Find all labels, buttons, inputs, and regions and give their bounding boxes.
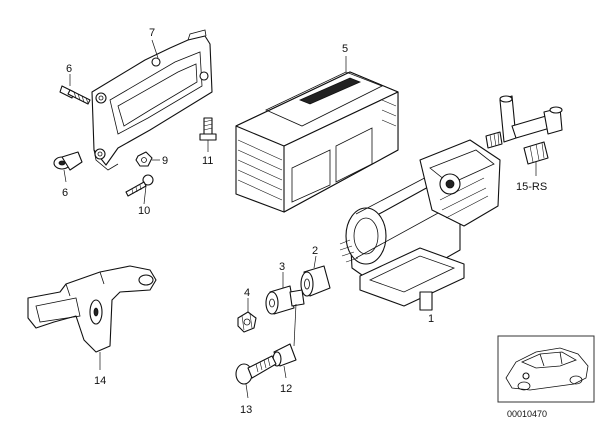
- callout-6-top: 6: [66, 63, 72, 75]
- part-12-sleeve[interactable]: [272, 343, 297, 367]
- leader-lines: [63, 39, 537, 399]
- part-7-bracket[interactable]: [91, 29, 213, 171]
- callout-1: 1: [428, 313, 434, 325]
- part-6-bolt-top[interactable]: [59, 85, 91, 105]
- callout-9: 9: [162, 155, 168, 167]
- callout-15-rs: 15-RS: [516, 181, 547, 193]
- part-10-screw[interactable]: [125, 174, 154, 197]
- callout-labels: 7 6 6 9 10 11 5 1 2 3 4 12 13 14 15-RS: [62, 27, 547, 416]
- callout-12: 12: [280, 383, 292, 395]
- part-11-bolt[interactable]: [199, 117, 217, 141]
- part-9-nut[interactable]: [135, 151, 153, 167]
- callout-14: 14: [94, 375, 106, 387]
- part-2-rubber-mount[interactable]: [300, 265, 331, 297]
- part-4-nut[interactable]: [237, 311, 257, 333]
- callout-5: 5: [342, 43, 348, 55]
- vehicle-inset: [497, 335, 595, 403]
- part-5-control-unit[interactable]: [235, 71, 399, 213]
- part-6-mount[interactable]: [53, 151, 83, 171]
- callout-4: 4: [244, 287, 250, 299]
- part-3-mount[interactable]: [265, 285, 305, 315]
- callout-6-left: 6: [62, 187, 68, 199]
- callout-11: 11: [202, 155, 213, 167]
- part-13-bolt[interactable]: [235, 355, 277, 385]
- diagram-code: 00010470: [507, 409, 547, 419]
- callout-10: 10: [138, 205, 150, 217]
- part-15-rs-fittings[interactable]: [485, 95, 563, 165]
- callout-7: 7: [149, 27, 155, 39]
- callout-2: 2: [312, 245, 318, 257]
- part-14-bracket[interactable]: [27, 265, 157, 353]
- callout-3: 3: [279, 261, 285, 273]
- part-1-pump-motor[interactable]: [339, 139, 501, 311]
- callout-13: 13: [240, 404, 252, 416]
